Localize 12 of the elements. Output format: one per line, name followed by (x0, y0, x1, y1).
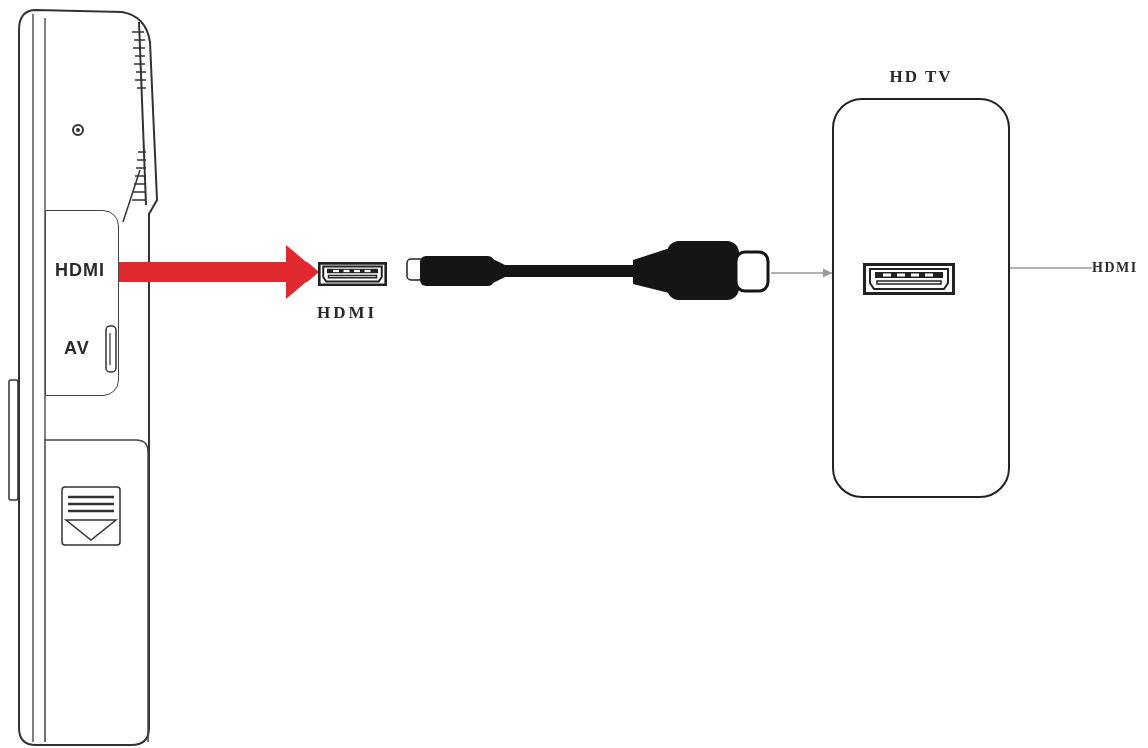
port-label: AV (64, 338, 90, 358)
hdmi-port-icon (863, 263, 955, 295)
device-title: HD TV (889, 67, 953, 86)
arrow (770, 268, 833, 278)
arrow (119, 245, 318, 299)
port-label: HDMI (317, 303, 378, 322)
port-cover (45, 210, 119, 396)
port-label: HDMI (55, 260, 105, 280)
hdmi-port-icon (318, 262, 387, 286)
cable-drawing (405, 238, 771, 302)
leader-line (1009, 267, 1093, 269)
callout-label: HDMI (1092, 260, 1138, 276)
